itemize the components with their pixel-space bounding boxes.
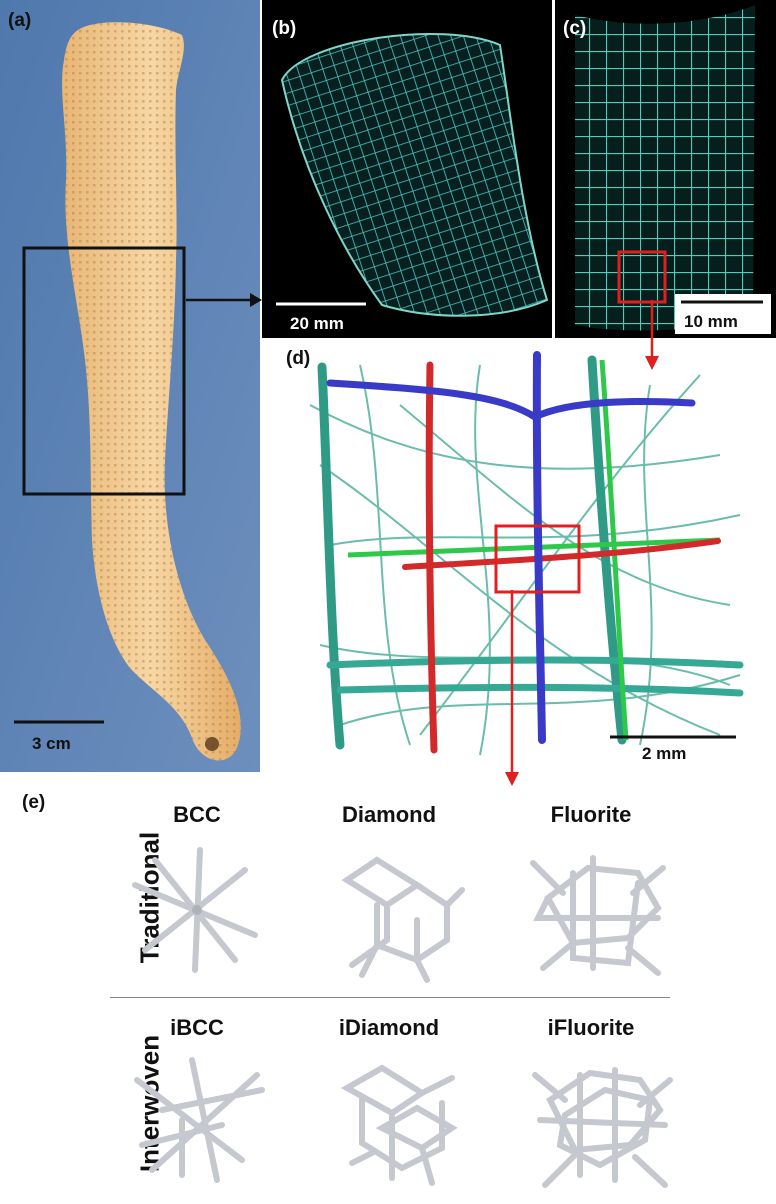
title-ibcc: iBCC (170, 1015, 224, 1040)
ifluorite-lattice (532, 1067, 673, 1188)
panel-c-label: (c) (563, 18, 587, 39)
inset-box (22, 246, 186, 496)
title-ifluorite: iFluorite (547, 1015, 635, 1040)
highlight-box-d (494, 524, 581, 594)
arrow-d-to-e (505, 590, 519, 786)
bcc-lattice (132, 847, 258, 973)
panel-c-ct (555, 0, 776, 338)
scale-label-d: 2 mm (642, 744, 687, 763)
lattice-tube-b (276, 32, 549, 317)
panel-d-label: (d) (286, 348, 311, 369)
lattice-grid-c (575, 5, 771, 334)
panel-a-photo (0, 0, 260, 772)
highlight-box-c (617, 250, 667, 304)
fiber-junction-d (309, 351, 744, 756)
scale-label-b: 20 mm (290, 314, 344, 333)
panel-a-label: (a) (8, 10, 32, 31)
scale-label-a: 3 cm (32, 734, 71, 753)
diamond-lattice (341, 856, 465, 983)
arrow-c-to-d (645, 300, 659, 370)
title-bcc: BCC (173, 802, 221, 827)
title-diamond: Diamond (341, 802, 437, 827)
ibcc-lattice (134, 1057, 265, 1183)
fluorite-lattice (530, 855, 666, 976)
title-fluorite: Fluorite (550, 802, 632, 827)
row-divider (110, 997, 670, 998)
arrow-a-to-b (186, 293, 262, 307)
title-idiamond: iDiamond (338, 1015, 440, 1040)
panel-d-junction (300, 345, 770, 770)
panel-e-label: (e) (22, 792, 46, 813)
panel-b-label: (b) (272, 18, 297, 39)
scale-label-c: 10 mm (684, 312, 738, 331)
idiamond-lattice (340, 1064, 458, 1186)
sponge-photo (0, 0, 260, 772)
panel-b-ct (262, 0, 552, 338)
